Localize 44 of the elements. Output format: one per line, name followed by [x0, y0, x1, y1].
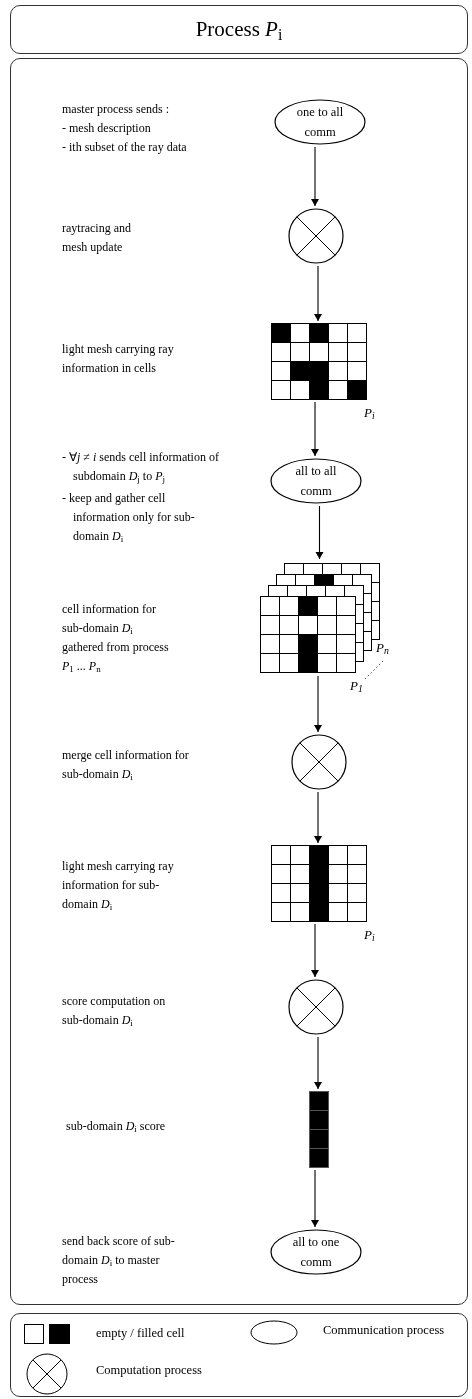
computation-circle — [288, 208, 344, 264]
title-text: Process P$_{i}$ — [194, 15, 284, 45]
arrow — [314, 265, 322, 322]
step-description: - keep and gather cell information only for sub-domain D$_{i}$ — [62, 490, 196, 546]
arrow — [314, 791, 322, 844]
legend-text: empty / filled cell — [96, 1325, 185, 1341]
arrow — [314, 1036, 322, 1090]
arrow — [311, 401, 319, 457]
communication-ellipse — [270, 1229, 362, 1275]
communication-ellipse — [274, 99, 366, 145]
mesh-grid — [271, 323, 367, 400]
process-label: P$_{1}$ — [350, 678, 364, 694]
step-description: sub-domain D$_{i}$ score — [66, 1118, 167, 1136]
mesh-grid — [271, 845, 367, 922]
communication-ellipse — [270, 458, 362, 504]
arrow — [311, 1169, 319, 1228]
legend-text: Computation process — [96, 1362, 202, 1378]
computation-circle — [288, 979, 344, 1035]
computation-circle — [291, 734, 347, 790]
step-description: score computation on sub-domain D$_{i}$ — [62, 993, 167, 1030]
title-band — [10, 5, 468, 54]
process-panel — [10, 58, 468, 1305]
process-label: P$_{n}$ — [376, 640, 390, 656]
arrow — [315, 505, 324, 560]
step-description: - ∀j ≠ i sends cell information of subdomain D$_{j}$ to P$_{j}$ — [62, 449, 220, 486]
arrow — [314, 675, 322, 733]
step-description: - ith subset of the ray data — [62, 139, 188, 156]
arrow — [311, 146, 319, 207]
node-label: all to all comm — [294, 463, 338, 500]
step-description: merge cell information for sub-domain D$_{i}$ — [62, 747, 190, 784]
step-description: master process sends : — [62, 101, 170, 118]
arrow — [311, 923, 319, 978]
node-label: all to one comm — [291, 1234, 341, 1271]
step-description: send back score of sub-domain D$_{i}$ to master process — [62, 1233, 176, 1288]
score-column — [309, 1091, 329, 1168]
step-description: raytracing and mesh update — [62, 220, 132, 256]
step-description: - mesh description — [62, 120, 152, 137]
step-description: light mesh carrying ray information in cells — [62, 341, 175, 377]
legend-text: Communication process — [323, 1322, 445, 1338]
process-label: P$_{i}$ — [364, 405, 376, 421]
step-description: cell information for sub-domain D$_{i}$ gathered from process P$_{1}$ ... P$_{n}$ — [62, 601, 170, 676]
step-description: light mesh carrying ray information for sub-domain D$_{i}$ — [62, 858, 175, 914]
process-label: P$_{i}$ — [364, 927, 376, 943]
node-label: one to all comm — [295, 104, 345, 141]
